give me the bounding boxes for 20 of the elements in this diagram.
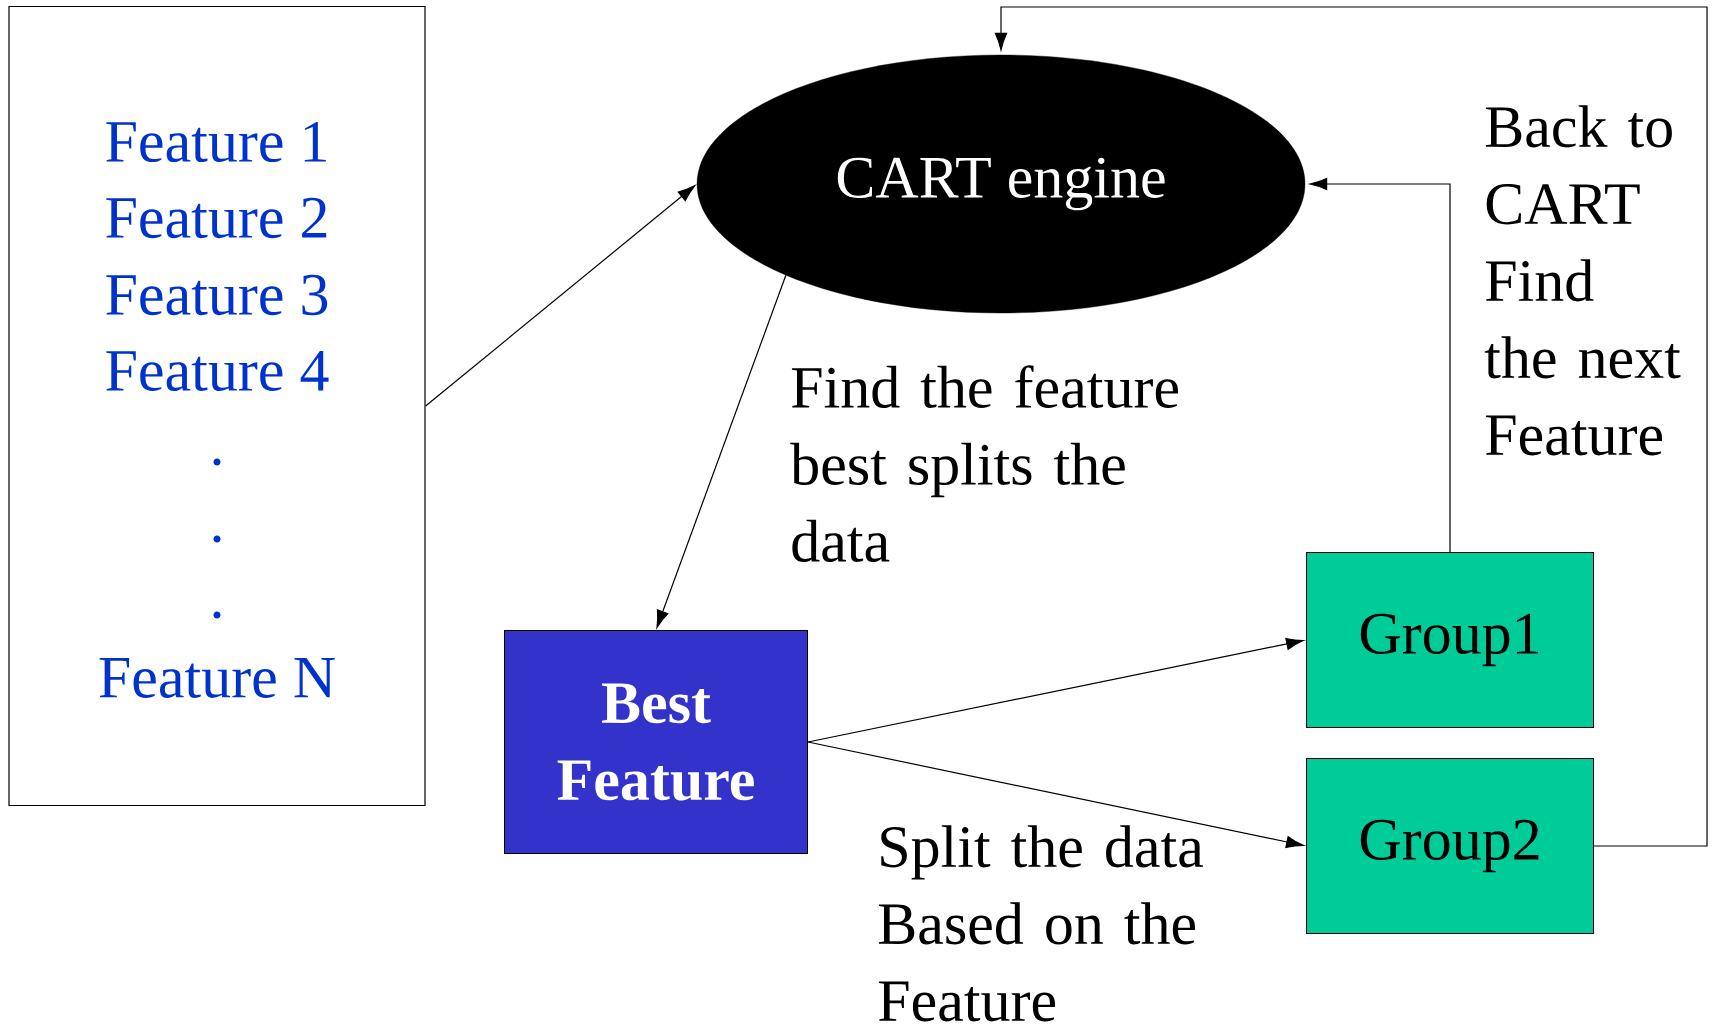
list-item: Feature 1 — [106, 121, 326, 163]
list-item: . — [213, 535, 221, 543]
arrow — [1309, 177, 1451, 553]
process-box: Best Feature — [504, 630, 808, 854]
list-item: . — [213, 611, 221, 619]
list-item: Feature 3 — [106, 274, 328, 316]
note-text: Split the data Based on the Feature — [878, 825, 1204, 1022]
note-text: Back to CART Find the next Feature — [1484, 105, 1681, 456]
arrow — [807, 741, 1304, 849]
arrow — [656, 274, 787, 628]
group-box: Group1 — [1306, 552, 1594, 728]
list-item: Feature N — [99, 658, 335, 698]
list-item: . — [213, 458, 221, 466]
arrow — [807, 637, 1304, 743]
arrow — [425, 185, 696, 407]
note-text: Find the feature best splits the data — [790, 365, 1178, 562]
list-item: Feature 2 — [106, 197, 327, 239]
arrow — [994, 6, 1708, 847]
group-box: Group2 — [1306, 758, 1594, 934]
list-item: Feature 4 — [106, 350, 329, 392]
